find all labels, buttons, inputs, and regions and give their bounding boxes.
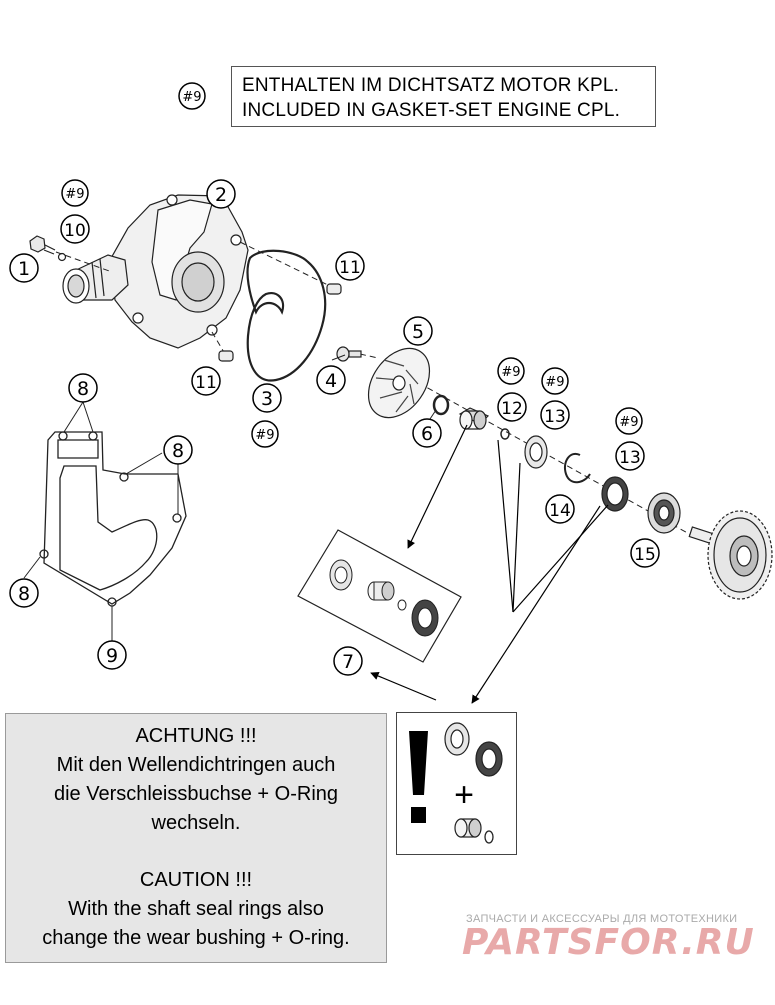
callout-11-bottom: 11 — [191, 366, 221, 396]
svg-text:#9: #9 — [65, 187, 84, 202]
svg-text:13: 13 — [619, 448, 641, 468]
svg-text:8: 8 — [18, 583, 30, 605]
shaft-seal-ring-part — [601, 476, 629, 512]
impeller-bolt-part — [336, 346, 362, 362]
gasket-set-marker-legend: #9 — [178, 82, 206, 110]
svg-text:14: 14 — [549, 501, 571, 521]
svg-text:11: 11 — [195, 373, 217, 393]
callout-8-right: 8 — [163, 435, 193, 465]
pump-gear-part — [688, 510, 773, 600]
callout-15: 15 — [630, 538, 660, 568]
svg-text:1: 1 — [18, 258, 30, 280]
shaft-seal-part — [524, 435, 548, 469]
callout-1: 1 — [9, 253, 39, 283]
svg-text:#9: #9 — [182, 90, 201, 105]
bearing-seal-icon — [475, 741, 503, 777]
svg-text:4: 4 — [325, 370, 337, 392]
gasket-set-legend: ENTHALTEN IM DICHTSATZ MOTOR KPL. INCLUD… — [231, 66, 656, 127]
dowel-pin-part — [218, 283, 342, 362]
alignment-lines — [55, 241, 701, 541]
caution-line-de-3: wechseln. — [151, 812, 241, 834]
caution-line-en-1: With the shaft seal rings also — [68, 898, 324, 920]
caution-note: ACHTUNG !!! Mit den Wellendichtringen au… — [5, 713, 387, 963]
callout-12: 12 — [497, 392, 527, 422]
o-ring-icon — [484, 830, 494, 844]
gasket-leader-lines — [23, 354, 437, 641]
svg-text:8: 8 — [77, 378, 89, 400]
callout-5: 5 — [403, 316, 433, 346]
shaft-o-ring-part — [500, 428, 510, 440]
svg-text:#9: #9 — [545, 375, 564, 390]
kit-illustration: + — [409, 722, 503, 844]
bushing-icon — [454, 818, 482, 838]
caution-title-en: CAUTION !!! — [139, 869, 253, 891]
gasket-set-marker-13-left: #9 — [541, 367, 569, 395]
svg-text:8: 8 — [172, 440, 184, 462]
svg-text:#9: #9 — [501, 365, 520, 380]
callout-4: 4 — [316, 365, 346, 395]
svg-text:6: 6 — [421, 423, 433, 445]
svg-text:#9: #9 — [619, 415, 638, 430]
gasket-part — [246, 249, 327, 382]
cover-gasket-part — [39, 431, 187, 607]
outlet-pipe-part — [62, 254, 129, 304]
svg-text:#9: #9 — [255, 428, 274, 443]
legend-text-en: INCLUDED IN GASKET-SET ENGINE CPL. — [242, 100, 621, 121]
callout-9: 9 — [97, 640, 127, 670]
kit-pointer-arrows — [370, 424, 609, 704]
callout-7: 7 — [333, 646, 363, 676]
svg-text:11: 11 — [339, 258, 361, 278]
svg-text:10: 10 — [64, 221, 86, 241]
wear-bushing-part — [458, 407, 490, 430]
water-pump-cover-part — [109, 194, 249, 349]
legend-text-de: ENTHALTEN IM DICHTSATZ MOTOR KPL. — [242, 75, 620, 96]
svg-text:3: 3 — [261, 388, 273, 410]
callout-3: 3 — [252, 383, 282, 413]
caution-line-de-2: die Verschleissbuchse + O-Ring — [53, 783, 339, 805]
svg-text:13: 13 — [544, 407, 566, 427]
repair-kit-illustration — [297, 529, 462, 663]
seal-ring-icon — [444, 722, 470, 756]
svg-text:7: 7 — [342, 651, 354, 673]
caution-line-en-2: change the wear bushing + O-ring. — [42, 927, 350, 949]
callout-10: 10 — [60, 214, 90, 244]
callout-13-left: 13 — [540, 400, 570, 430]
svg-text:2: 2 — [215, 184, 227, 206]
plus-sign: + — [454, 776, 474, 814]
callout-6: 6 — [412, 418, 442, 448]
exclamation-icon — [409, 731, 428, 823]
svg-text:15: 15 — [634, 545, 656, 565]
callout-14: 14 — [545, 494, 575, 524]
watermark-tagline: ЗАПЧАСТИ И АКСЕССУАРЫ ДЛЯ МОТОТЕХНИКИ — [466, 913, 738, 925]
watermark-logo: PARTSFOR.RU — [462, 922, 755, 963]
caution-title-de: ACHTUNG !!! — [135, 725, 257, 747]
svg-text:9: 9 — [106, 645, 118, 667]
gasket-set-marker-10: #9 — [61, 179, 89, 207]
gasket-set-marker-3: #9 — [251, 420, 279, 448]
impeller-part — [367, 347, 431, 419]
callout-8-left: 8 — [9, 578, 39, 608]
bolt-part — [29, 235, 56, 255]
bearing-part — [647, 492, 681, 534]
o-ring-part — [57, 252, 67, 262]
callout-11-top: 11 — [335, 251, 365, 281]
caution-line-de-1: Mit den Wellendichtringen auch — [56, 754, 336, 776]
washer-part — [432, 394, 450, 416]
circlip-part — [564, 452, 591, 484]
callout-8-top: 8 — [68, 373, 98, 403]
replacement-kit-box: + — [396, 712, 517, 855]
svg-text:12: 12 — [501, 399, 523, 419]
callout-13-right: 13 — [615, 441, 645, 471]
svg-text:5: 5 — [412, 321, 424, 343]
gasket-set-marker-13-right: #9 — [615, 407, 643, 435]
callout-2: 2 — [206, 179, 236, 209]
gasket-set-marker-12: #9 — [497, 357, 525, 385]
